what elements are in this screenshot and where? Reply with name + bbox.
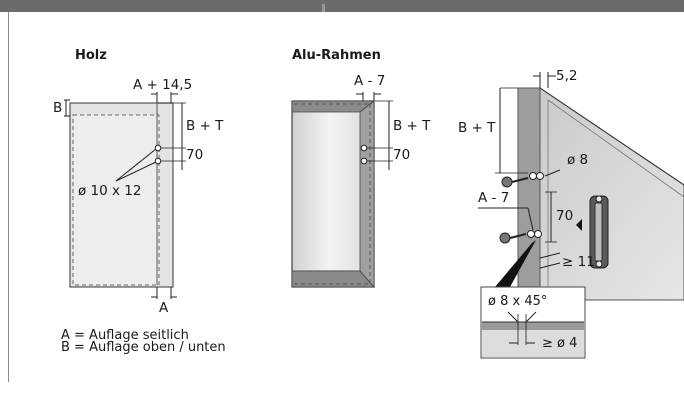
holz-dim-70: 70 <box>186 147 204 163</box>
top-bar-tick <box>322 4 325 12</box>
holz-dim-a: A <box>159 300 169 316</box>
left-border-line <box>8 12 9 382</box>
mount-drawing <box>478 72 684 359</box>
mount-dim-70: 70 <box>556 208 574 224</box>
top-bar-tab <box>255 0 445 12</box>
holz-drill: ø 10 x 12 <box>78 183 142 199</box>
detail-bottom-label: ≥ ø 4 <box>542 336 578 351</box>
mount-dim-11: ≥ 11 <box>562 254 595 270</box>
holz-title: Holz <box>75 48 107 63</box>
mount-dim-a7: A - 7 <box>478 190 510 206</box>
top-bar <box>0 0 684 12</box>
mount-dim-o8: ø 8 <box>567 152 589 168</box>
holz-dim-b: B <box>53 100 63 116</box>
alu-dim-bt: B + T <box>393 118 431 134</box>
legend-a: A = Auflage seitlich <box>61 328 189 343</box>
alu-dim-70: 70 <box>393 147 411 163</box>
holz-dim-top: A + 14,5 <box>133 77 193 93</box>
holz-drawing <box>64 92 186 299</box>
detail-top-label: ø 8 x 45° <box>488 294 548 309</box>
alu-dim-top: A - 7 <box>354 73 386 89</box>
legend-b: B = Auflage oben / unten <box>61 340 226 355</box>
holz-dim-bt: B + T <box>186 118 224 134</box>
alu-drawing <box>291 92 393 289</box>
alu-title: Alu-Rahmen <box>292 48 381 63</box>
mount-dim-bt: B + T <box>458 120 496 136</box>
mount-dim-52: 5,2 <box>556 68 578 84</box>
